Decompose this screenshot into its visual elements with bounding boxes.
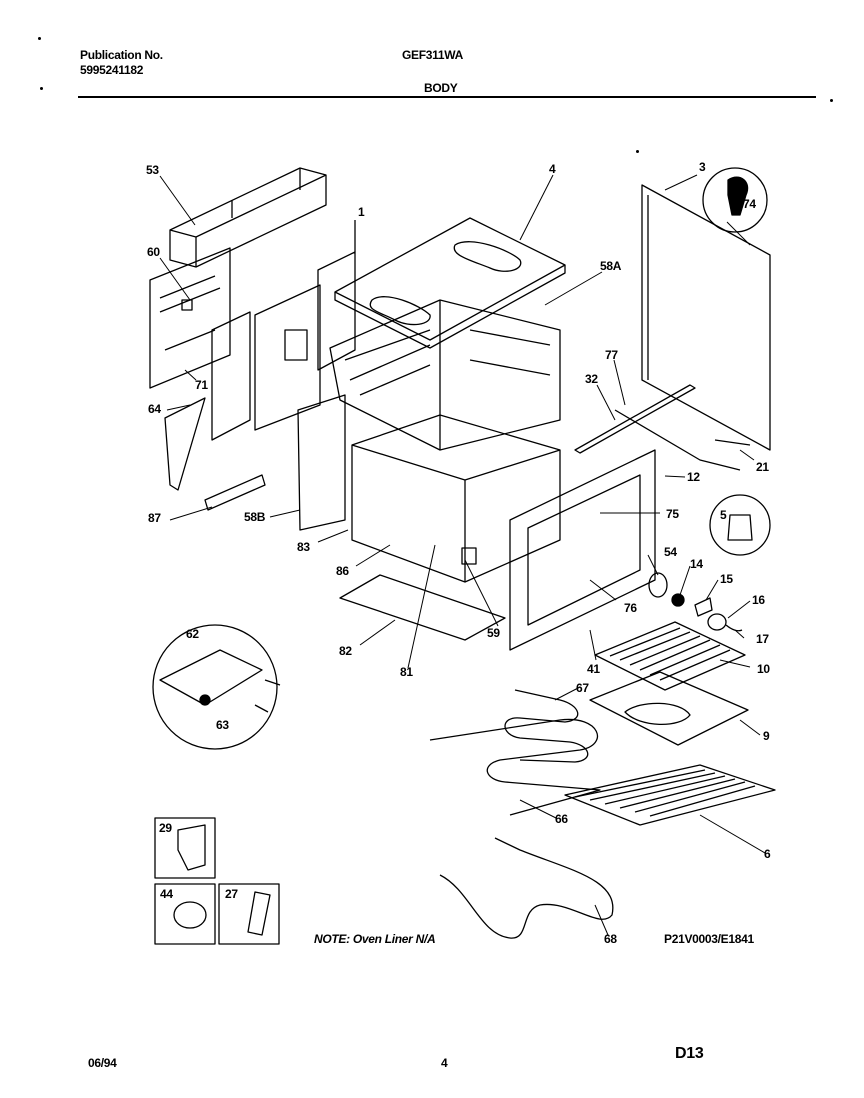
part-label-87: 87 [148, 511, 161, 525]
part-label-76: 76 [624, 601, 637, 615]
bake-element-drawing [504, 689, 589, 763]
back-panel-drawing [149, 247, 231, 389]
part-label-3: 3 [699, 160, 706, 174]
part-label-27: 27 [225, 887, 238, 901]
part-label-53: 53 [146, 163, 159, 177]
inset-box-29 [154, 817, 216, 879]
part-label-68: 68 [604, 932, 617, 946]
rail-drawing [574, 384, 741, 471]
rear-panel-drawing [641, 184, 771, 451]
part-label-16: 16 [752, 593, 765, 607]
leader-lines [159, 174, 766, 936]
broiler-pan-drawing [589, 671, 749, 746]
oven-cavity-drawing [351, 414, 561, 583]
part-label-58b: 58B [244, 510, 266, 524]
inset-box-44 [154, 883, 216, 945]
part-label-74: 74 [743, 197, 756, 211]
top-rear-panel-drawing [169, 167, 327, 268]
part-label-58a: 58A [600, 259, 622, 273]
door-frame-drawing [509, 449, 656, 651]
inset-62 [152, 624, 281, 750]
part-label-14: 14 [690, 557, 703, 571]
part-label-9: 9 [763, 729, 770, 743]
broil-element-drawing [429, 718, 601, 816]
part-label-60: 60 [147, 245, 160, 259]
part-label-67: 67 [576, 681, 589, 695]
part-label-54: 54 [664, 545, 677, 559]
part-label-63: 63 [216, 718, 229, 732]
section-title: BODY [424, 81, 458, 95]
part-label-17: 17 [756, 632, 769, 646]
model-number: GEF311WA [402, 48, 463, 62]
part-label-32: 32 [585, 372, 598, 386]
part-label-77: 77 [605, 348, 618, 362]
part-label-86: 86 [336, 564, 349, 578]
wire-harness-drawing [439, 837, 614, 939]
part-label-81: 81 [400, 665, 413, 679]
footer-page-code: D13 [675, 1045, 704, 1062]
inset-44-part [173, 901, 207, 929]
footer-date: 06/94 [88, 1056, 117, 1070]
part-label-10: 10 [757, 662, 770, 676]
part-label-75: 75 [666, 507, 679, 521]
part-label-21: 21 [756, 460, 769, 474]
part-label-62: 62 [186, 627, 199, 641]
figure-code: P21V0003/E1841 [664, 932, 754, 946]
part-label-83: 83 [297, 540, 310, 554]
part-label-66: 66 [555, 812, 568, 826]
oven-rack-drawing [564, 764, 776, 826]
part-label-59: 59 [487, 626, 500, 640]
inset-74 [702, 167, 768, 233]
inset-29-part [177, 824, 206, 871]
hinge-part-drawing [204, 474, 266, 511]
oven-liner-note: NOTE: Oven Liner N/A [314, 932, 436, 946]
publication-label: Publication No. [80, 48, 163, 62]
footer-page-number: 4 [441, 1056, 448, 1070]
scan-speck [38, 37, 41, 40]
part-label-71: 71 [195, 378, 208, 392]
inset-5 [709, 494, 771, 556]
part-label-15: 15 [720, 572, 733, 586]
bottom-panel-drawing [339, 574, 506, 641]
part-label-12: 12 [687, 470, 700, 484]
part-label-64: 64 [148, 402, 161, 416]
scan-speck [830, 99, 833, 102]
scan-speck [636, 150, 639, 153]
part-label-82: 82 [339, 644, 352, 658]
insulation-blanket-drawing [329, 299, 561, 451]
part-label-4: 4 [549, 162, 556, 176]
inset-box-27 [218, 883, 280, 945]
broiler-pan-grid-drawing [594, 621, 746, 691]
scan-speck [40, 87, 43, 90]
publication-number: 5995241182 [80, 63, 144, 77]
bracket-drawing [164, 397, 206, 491]
part-label-1: 1 [358, 205, 365, 219]
knob-parts-drawing [648, 572, 743, 632]
header-rule [78, 96, 816, 98]
part-label-5: 5 [720, 508, 727, 522]
side-panel-drawing [211, 220, 356, 441]
inset-27-part [247, 891, 271, 936]
part-label-29: 29 [159, 821, 172, 835]
part-label-6: 6 [764, 847, 771, 861]
side-insulation-drawing [297, 394, 346, 531]
part-label-41: 41 [587, 662, 600, 676]
part-label-44: 44 [160, 887, 173, 901]
cooktop-drawing [334, 217, 566, 349]
